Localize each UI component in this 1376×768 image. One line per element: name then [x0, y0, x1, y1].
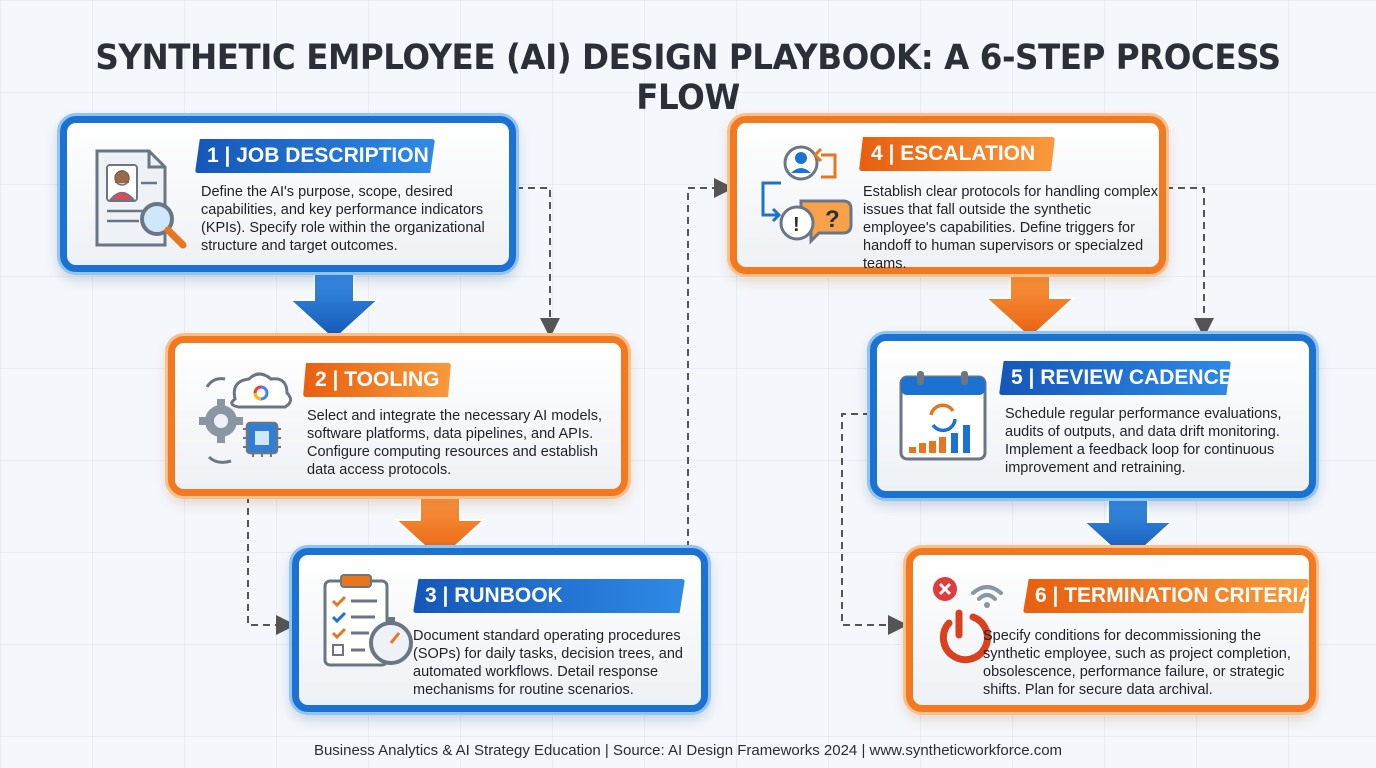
- flow-arrow-1-2: [287, 267, 381, 342]
- step-card-review-cadence: 5 | REVIEW CADENCE Schedule regular perf…: [870, 334, 1316, 498]
- power-off-signal-icon: [929, 571, 1025, 676]
- document-person-magnifier-icon: [87, 145, 191, 254]
- step-card-job-description: 1 | JOB DESCRIPTION Define the AI's purp…: [60, 116, 516, 272]
- svg-text:!: !: [793, 214, 800, 236]
- step-1-heading: 1 | JOB DESCRIPTION: [195, 139, 435, 173]
- calendar-chart-icon: [895, 369, 991, 470]
- step-card-tooling: 2 | TOOLING Select and integrate the nec…: [168, 336, 628, 496]
- dashed-connector-1-2: [516, 187, 560, 338]
- step-3-heading: 3 | RUNBOOK: [413, 579, 685, 613]
- step-card-runbook: 3 | RUNBOOK Document standard operating …: [292, 548, 708, 712]
- clipboard-stopwatch-icon: [319, 571, 419, 676]
- step-card-termination-criteria: 6 | TERMINATION CRITERIA Specify conditi…: [906, 548, 1316, 712]
- step-4-heading: 4 | ESCALATION: [859, 137, 1055, 171]
- footer-source-line: Business Analytics & AI Strategy Educati…: [313, 742, 1063, 759]
- step-5-heading: 5 | REVIEW CADENCE: [999, 361, 1231, 395]
- dashed-connector-2-3: [247, 496, 296, 635]
- escalation-person-question-icon: ? !: [755, 139, 855, 254]
- step-1-description: Define the AI's purpose, scope, desired …: [201, 184, 485, 254]
- dashed-connector-3-4: [687, 178, 734, 548]
- step-3-description: Document standard operating procedures (…: [413, 628, 683, 698]
- step-5-description: Schedule regular performance evaluations…: [1005, 406, 1282, 476]
- step-4-description: Establish clear protocols for handling c…: [863, 184, 1158, 272]
- flow-arrow-4-5: [983, 267, 1077, 340]
- step-2-description: Select and integrate the necessary AI mo…: [307, 408, 603, 478]
- cloud-gear-chip-icon: [195, 365, 299, 474]
- step-card-escalation: ? ! 4 | ESCALATION Establish clear proto…: [730, 116, 1166, 274]
- step-6-heading: 6 | TERMINATION CRITERIA: [1023, 579, 1309, 613]
- step-2-heading: 2 | TOOLING: [303, 363, 451, 397]
- svg-text:?: ?: [825, 206, 840, 233]
- page-title: SYNTHETIC EMPLOYEE (AI) DESIGN PLAYBOOK:…: [95, 38, 1281, 118]
- dashed-connector-4-5: [1166, 187, 1214, 338]
- step-6-description: Specify conditions for decommissioning t…: [983, 628, 1291, 698]
